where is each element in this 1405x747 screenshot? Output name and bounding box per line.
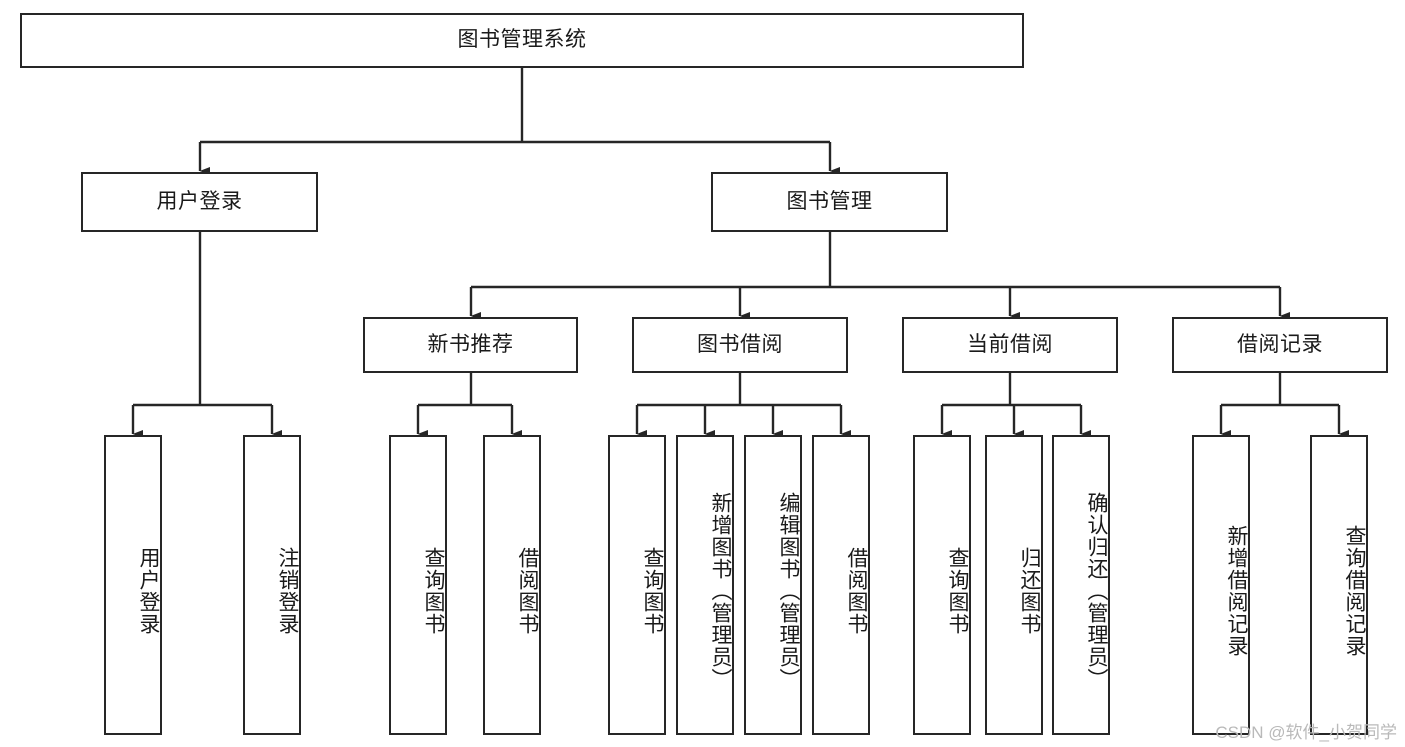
node-leaf-10[interactable]: 归还图书: [985, 435, 1043, 735]
node-label: 编辑图书（管理员）: [777, 492, 800, 690]
node-leaf-11[interactable]: 确认归还（管理员）: [1052, 435, 1110, 735]
node-leaf-13[interactable]: 查询借阅记录: [1310, 435, 1368, 735]
node-label: 图书管理系统: [457, 28, 587, 52]
node-leaf-8[interactable]: 借阅图书: [812, 435, 870, 735]
node-label: 借阅图书: [845, 547, 868, 635]
node-bookmgr[interactable]: 图书管理: [711, 172, 948, 232]
node-leaf-12[interactable]: 新增借阅记录: [1192, 435, 1250, 735]
node-label: 确认归还（管理员）: [1085, 492, 1108, 690]
node-leaf-7[interactable]: 编辑图书（管理员）: [744, 435, 802, 735]
node-newbook[interactable]: 新书推荐: [363, 317, 578, 373]
node-label: 当前借阅: [967, 332, 1053, 356]
node-records[interactable]: 借阅记录: [1172, 317, 1388, 373]
node-label: 查询图书: [946, 547, 969, 635]
node-label: 借阅图书: [516, 547, 539, 635]
node-label: 查询借阅记录: [1343, 525, 1366, 657]
node-leaf-4[interactable]: 借阅图书: [483, 435, 541, 735]
node-label: 新书推荐: [427, 332, 514, 356]
node-leaf-2[interactable]: 注销登录: [243, 435, 301, 735]
node-label: 借阅记录: [1237, 332, 1323, 356]
node-leaf-3[interactable]: 查询图书: [389, 435, 447, 735]
node-label: 查询图书: [641, 547, 664, 635]
node-label: 查询图书: [422, 547, 445, 635]
node-label: 归还图书: [1018, 547, 1041, 635]
node-leaf-5[interactable]: 查询图书: [608, 435, 666, 735]
node-label: 用户登录: [137, 547, 160, 635]
node-label: 用户登录: [156, 189, 243, 213]
node-label: 注销登录: [276, 547, 299, 635]
node-label: 新增图书（管理员）: [709, 492, 732, 690]
node-leaf-9[interactable]: 查询图书: [913, 435, 971, 735]
node-leaf-6[interactable]: 新增图书（管理员）: [676, 435, 734, 735]
watermark-text: CSDN @软件_小贺同学: [1215, 723, 1397, 742]
node-label: 图书借阅: [697, 332, 783, 356]
node-login[interactable]: 用户登录: [81, 172, 318, 232]
node-borrow[interactable]: 图书借阅: [632, 317, 848, 373]
node-leaf-1[interactable]: 用户登录: [104, 435, 162, 735]
node-label: 图书管理: [786, 189, 873, 213]
node-root[interactable]: 图书管理系统: [20, 13, 1024, 68]
node-current[interactable]: 当前借阅: [902, 317, 1118, 373]
node-label: 新增借阅记录: [1225, 525, 1248, 657]
